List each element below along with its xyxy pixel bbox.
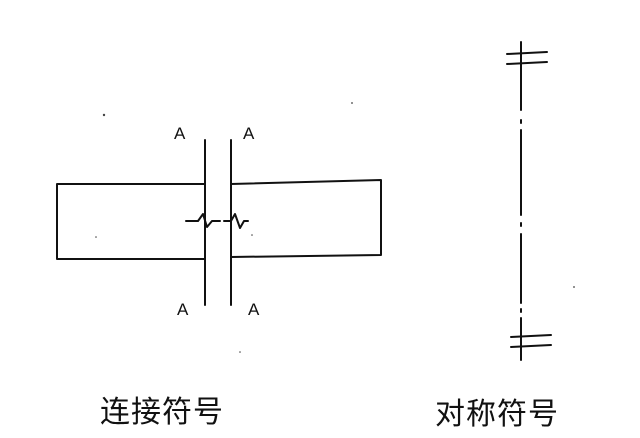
symmetry-tick-top-2 bbox=[506, 61, 548, 65]
connection-symbol-caption: 连接符号 bbox=[100, 395, 224, 430]
left-break-mark bbox=[185, 213, 221, 228]
symmetry-symbol-caption: 对称符号 bbox=[435, 397, 559, 432]
right-member bbox=[230, 179, 382, 258]
symmetry-tick-bottom-2 bbox=[510, 344, 552, 348]
symmetry-symbol bbox=[506, 41, 552, 361]
label-a-bottom-right: A bbox=[248, 300, 260, 319]
symmetry-tick-bottom-1 bbox=[510, 334, 552, 338]
right-break-mark bbox=[223, 213, 249, 229]
left-member bbox=[56, 183, 206, 260]
scan-specks bbox=[95, 102, 575, 353]
label-a-top-left: A bbox=[174, 124, 186, 143]
label-a-top-right: A bbox=[243, 124, 255, 143]
label-a-bottom-left: A bbox=[177, 300, 189, 319]
symmetry-tick-top-1 bbox=[506, 51, 548, 55]
